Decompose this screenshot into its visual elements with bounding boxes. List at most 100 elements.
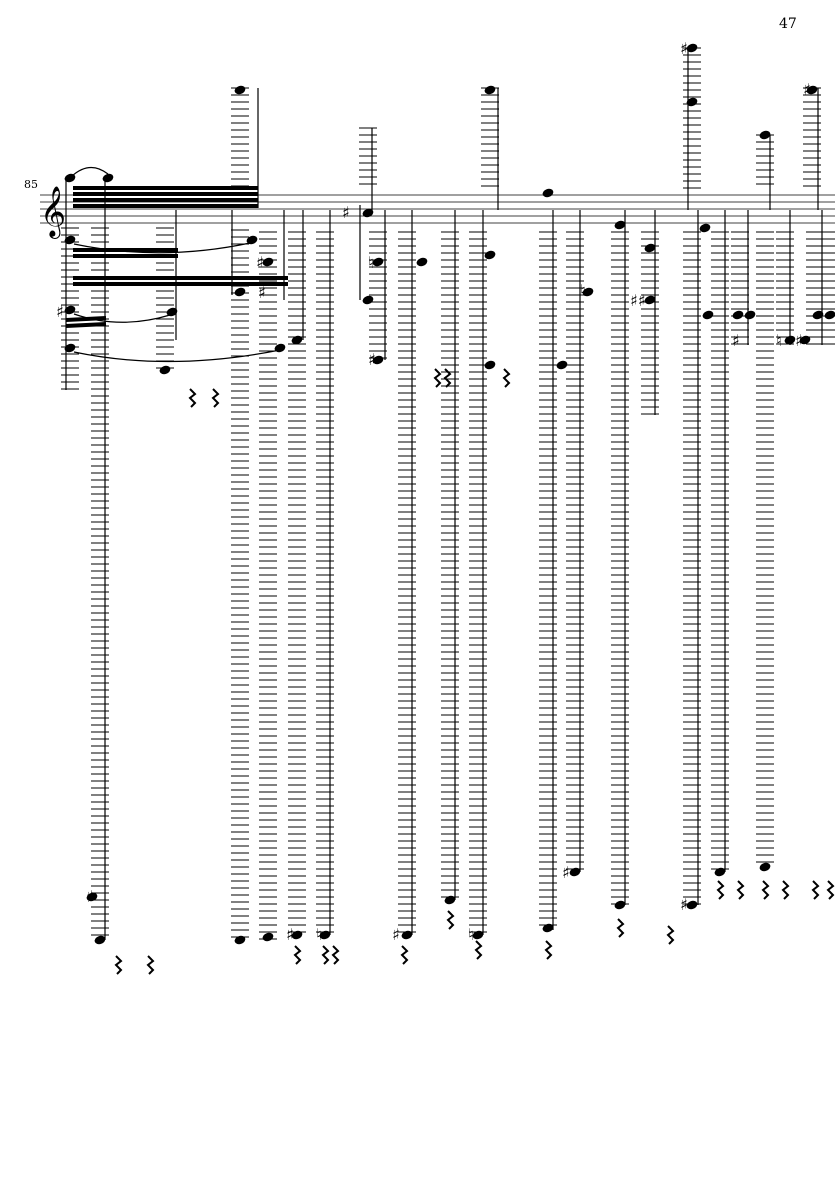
beam <box>65 322 107 328</box>
measure-number: 85 <box>24 178 38 191</box>
sharp-icon: ♯ <box>562 863 570 882</box>
rest-icon <box>502 368 511 388</box>
beam <box>65 316 107 322</box>
sharp-icon: ♯♯ <box>630 291 645 310</box>
sharp-icon: ♯ <box>56 302 64 321</box>
notehead <box>484 85 496 95</box>
rest-icon <box>781 880 790 900</box>
rest-icon <box>811 880 820 900</box>
rest-icon <box>114 955 123 975</box>
sharp-icon: ♯ <box>342 203 350 222</box>
notehead <box>686 900 698 910</box>
tie <box>73 349 281 363</box>
notehead <box>372 257 384 267</box>
notehead <box>744 310 756 320</box>
tie <box>73 313 171 323</box>
rest-icon <box>666 925 675 945</box>
notehead <box>372 355 384 365</box>
notehead <box>799 335 811 345</box>
notehead <box>759 862 771 872</box>
sharp-icon: ♯ <box>286 925 294 944</box>
page-number: 47 <box>779 16 797 32</box>
sharp-icon: ♯ <box>732 331 740 350</box>
rest-icon <box>293 945 302 965</box>
notehead <box>484 360 496 370</box>
sharp-icon: ♯ <box>256 253 264 272</box>
notehead <box>401 930 413 940</box>
notehead <box>644 295 656 305</box>
notehead <box>699 223 711 233</box>
notehead <box>262 257 274 267</box>
notehead <box>102 173 114 183</box>
notehead <box>362 208 374 218</box>
rest-icon <box>321 945 330 965</box>
rest-icon <box>736 880 745 900</box>
notehead <box>166 307 178 317</box>
notehead <box>824 310 835 320</box>
notehead <box>246 235 258 245</box>
svg-text:𝄞: 𝄞 <box>40 186 66 239</box>
natural-icon: ♮ <box>368 253 374 272</box>
tie <box>71 166 109 177</box>
notehead <box>759 130 771 140</box>
notehead <box>262 932 274 942</box>
rest-icon <box>331 945 340 965</box>
sharp-icon: ♯ <box>680 895 688 914</box>
rest-icon <box>443 368 452 388</box>
notehead <box>94 935 106 945</box>
rest-icon <box>400 945 409 965</box>
sharp-icon: ♯ <box>258 283 266 302</box>
ledger-lines <box>61 47 835 940</box>
note-stems <box>65 48 823 940</box>
rests <box>114 368 835 975</box>
notehead <box>644 243 656 253</box>
notehead <box>64 235 76 245</box>
notehead <box>702 310 714 320</box>
noteheads <box>64 43 835 945</box>
sharp-icon: ♯ <box>795 331 803 350</box>
notehead <box>159 365 171 375</box>
notehead <box>582 287 594 297</box>
notehead <box>556 360 568 370</box>
notehead <box>614 220 626 230</box>
rest-icon <box>211 388 220 408</box>
accidentals: ♯♯♯♯♯♯♮♯♮♯♮♮♯♯♯♯♯♯♮♯♯ <box>56 39 811 944</box>
notehead <box>732 310 744 320</box>
sharp-icon: ♯ <box>392 925 400 944</box>
notehead <box>806 85 818 95</box>
natural-icon: ♮ <box>468 925 474 944</box>
rest-icon <box>826 880 835 900</box>
rest-icon <box>474 940 483 960</box>
notehead <box>614 900 626 910</box>
rest-icon <box>433 368 442 388</box>
notehead <box>686 97 698 107</box>
notehead <box>416 257 428 267</box>
rest-icon <box>146 955 155 975</box>
sharp-icon: ♯ <box>368 350 376 369</box>
notehead <box>291 930 303 940</box>
notehead <box>542 923 554 933</box>
notehead <box>812 310 824 320</box>
beams <box>65 186 288 328</box>
notehead <box>319 930 331 940</box>
notehead <box>362 295 374 305</box>
sharp-icon: ♯ <box>680 39 688 58</box>
rest-icon <box>716 880 725 900</box>
notehead <box>784 335 796 345</box>
rest-icon <box>616 918 625 938</box>
treble-clef-icon: 𝄞 <box>40 186 66 239</box>
rest-icon <box>761 880 770 900</box>
rest-icon <box>188 388 197 408</box>
sharp-icon: ♯ <box>803 80 811 99</box>
notehead <box>686 43 698 53</box>
natural-icon: ♮ <box>316 925 322 944</box>
notehead <box>86 892 98 902</box>
notehead <box>64 305 76 315</box>
notehead <box>444 895 456 905</box>
notehead <box>234 287 246 297</box>
natural-icon: ♮ <box>776 331 782 350</box>
notehead <box>542 188 554 198</box>
rest-icon <box>446 910 455 930</box>
natural-icon: ♮ <box>580 281 586 300</box>
